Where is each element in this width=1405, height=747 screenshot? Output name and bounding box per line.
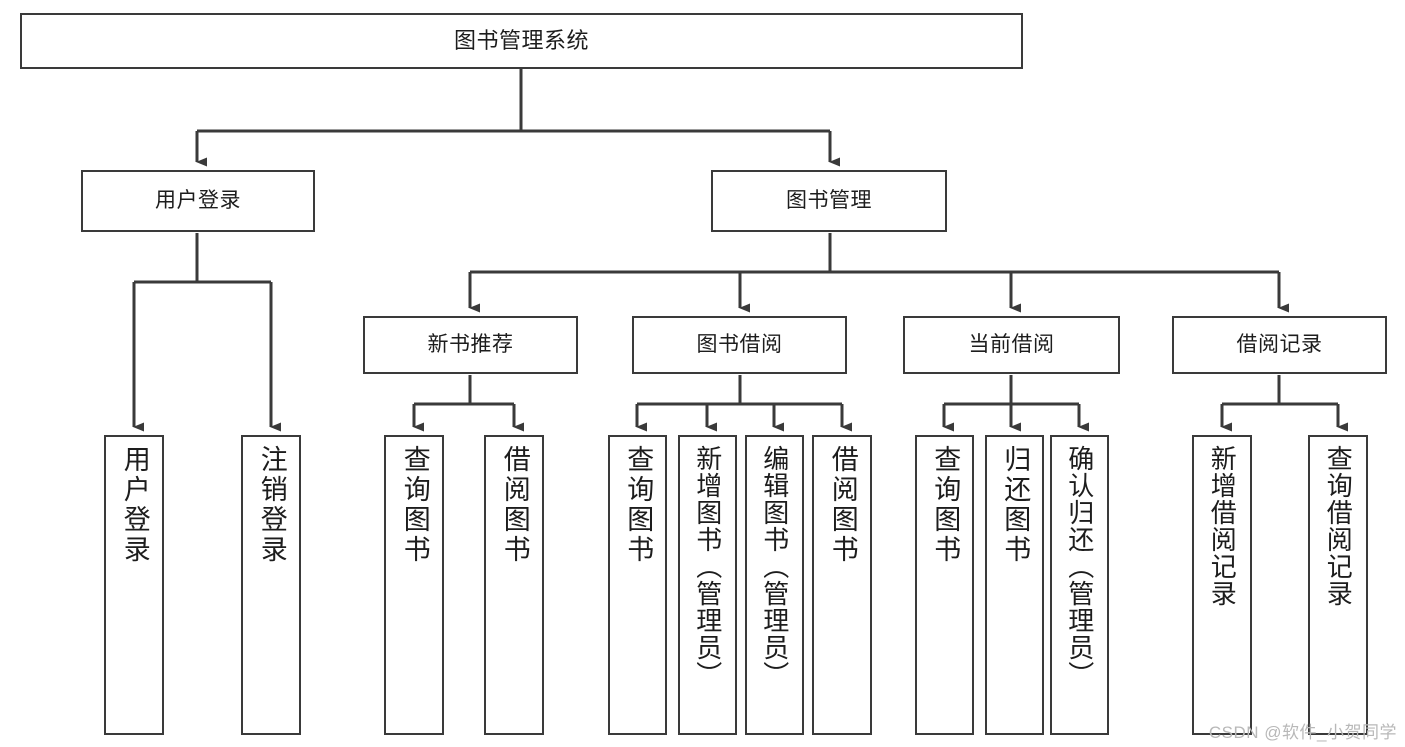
node-leaf-user-login-label: 用户登录	[119, 445, 150, 565]
node-user-login-label: 用户登录	[155, 189, 241, 213]
node-leaf-add-book-admin-label: 新增图书（管理员）	[692, 445, 723, 688]
node-leaf-query-book-current[interactable]: 查询图书	[915, 435, 974, 735]
node-new-book-recommend-label: 新书推荐	[427, 333, 514, 357]
node-leaf-add-borrow-record[interactable]: 新增借阅记录	[1192, 435, 1252, 735]
node-root-label: 图书管理系统	[453, 27, 589, 53]
node-leaf-query-book-borrow[interactable]: 查询图书	[608, 435, 667, 735]
csdn-watermark: CSDN @软件_小贺同学	[1208, 723, 1397, 742]
node-leaf-query-book-recommend[interactable]: 查询图书	[384, 435, 444, 735]
node-leaf-borrow-book-recommend[interactable]: 借阅图书	[484, 435, 544, 735]
node-leaf-borrow-book[interactable]: 借阅图书	[812, 435, 872, 735]
node-leaf-edit-book-admin[interactable]: 编辑图书（管理员）	[745, 435, 804, 735]
node-root-book-management-system[interactable]: 图书管理系统	[20, 13, 1023, 69]
node-leaf-edit-book-admin-label: 编辑图书（管理员）	[759, 445, 790, 688]
node-leaf-confirm-return-admin-label: 确认归还（管理员）	[1064, 445, 1095, 688]
node-leaf-user-logout-label: 注销登录	[256, 445, 287, 565]
node-borrow-record-label: 借阅记录	[1236, 333, 1323, 357]
node-leaf-add-book-admin[interactable]: 新增图书（管理员）	[678, 435, 737, 735]
node-leaf-return-book-label: 归还图书	[1000, 445, 1031, 565]
node-leaf-return-book[interactable]: 归还图书	[985, 435, 1044, 735]
node-leaf-query-book-borrow-label: 查询图书	[623, 445, 654, 565]
node-leaf-query-book-current-label: 查询图书	[930, 445, 961, 565]
node-leaf-confirm-return-admin[interactable]: 确认归还（管理员）	[1050, 435, 1109, 735]
node-new-book-recommend[interactable]: 新书推荐	[363, 316, 578, 374]
node-borrow-record[interactable]: 借阅记录	[1172, 316, 1387, 374]
node-user-login[interactable]: 用户登录	[81, 170, 315, 232]
node-leaf-borrow-book-recommend-label: 借阅图书	[499, 445, 530, 565]
node-leaf-query-book-recommend-label: 查询图书	[399, 445, 430, 565]
node-leaf-query-borrow-record[interactable]: 查询借阅记录	[1308, 435, 1368, 735]
node-leaf-borrow-book-label: 借阅图书	[827, 445, 858, 565]
node-book-management[interactable]: 图书管理	[711, 170, 947, 232]
node-book-borrow[interactable]: 图书借阅	[632, 316, 847, 374]
node-current-borrow[interactable]: 当前借阅	[903, 316, 1120, 374]
node-book-management-label: 图书管理	[786, 189, 872, 213]
node-leaf-query-borrow-record-label: 查询借阅记录	[1323, 445, 1354, 607]
node-leaf-user-logout[interactable]: 注销登录	[241, 435, 301, 735]
node-leaf-add-borrow-record-label: 新增借阅记录	[1207, 445, 1238, 607]
node-current-borrow-label: 当前借阅	[968, 333, 1055, 357]
node-book-borrow-label: 图书借阅	[696, 333, 783, 357]
node-leaf-user-login[interactable]: 用户登录	[104, 435, 164, 735]
